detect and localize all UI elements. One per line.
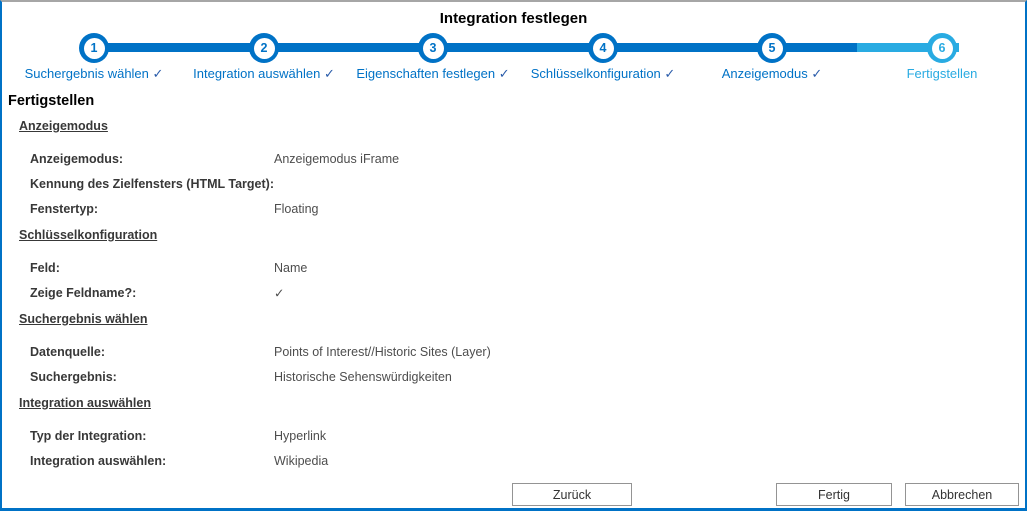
row-label: Integration auswählen:: [30, 453, 167, 468]
summary-row: Feld: Name: [30, 255, 1025, 280]
row-label: Anzeigemodus:: [30, 151, 124, 166]
step-number: 5: [761, 37, 783, 59]
step-check-icon: ✓: [320, 66, 335, 81]
step-check-icon: ✓: [148, 66, 164, 81]
step-number: 4: [592, 37, 614, 59]
step-label-6[interactable]: Fertigstellen: [906, 66, 978, 81]
stepper-track-completed: [94, 43, 857, 52]
step-circle-5[interactable]: 5: [757, 33, 787, 63]
section-heading: Suchergebnis wählen: [19, 312, 148, 326]
row-value: Wikipedia: [274, 453, 329, 468]
step-circle-1[interactable]: 1: [79, 33, 109, 63]
step-label-2[interactable]: Integration auswählen ✓: [193, 66, 335, 81]
step-label-1[interactable]: Suchergebnis wählen ✓: [24, 66, 164, 81]
row-label: Typ der Integration:: [30, 428, 147, 443]
row-value: ✓: [274, 286, 285, 300]
row-value: Name: [274, 260, 308, 275]
row-label: Datenquelle:: [30, 344, 106, 359]
dialog-title: Integration festlegen: [439, 10, 588, 27]
back-button[interactable]: Zurück: [512, 483, 632, 506]
row-label: Kennung des Zielfensters (HTML Target):: [30, 176, 275, 191]
step-circle-3[interactable]: 3: [418, 33, 448, 63]
section-heading: Anzeigemodus: [19, 119, 108, 133]
step-check-icon: ✓: [660, 66, 676, 81]
step-number: 1: [83, 37, 105, 59]
step-number: 3: [422, 37, 444, 59]
step-label-5[interactable]: Anzeigemodus ✓: [721, 66, 823, 81]
footer-buttons: Zurück Fertig Abbrechen: [2, 483, 1025, 506]
step-circle-2[interactable]: 2: [249, 33, 279, 63]
section-heading: Schlüsselkonfiguration: [19, 228, 158, 242]
page-heading: Fertigstellen: [8, 93, 95, 109]
summary-row: Typ der Integration: Hyperlink: [30, 423, 1025, 448]
row-label: Fenstertyp:: [30, 201, 99, 216]
stepper-track-current: [857, 43, 959, 52]
summary-row: Integration auswählen: Wikipedia: [30, 448, 1025, 473]
row-value: Floating: [274, 201, 319, 216]
summary-row: Suchergebnis: Historische Sehenswürdigkei…: [30, 364, 1025, 389]
row-label: Zeige Feldname?:: [30, 285, 137, 300]
finish-button[interactable]: Fertig: [776, 483, 892, 506]
step-check-icon: ✓: [495, 66, 510, 81]
row-value: Historische Sehenswürdigkeiten: [274, 369, 452, 384]
step-number: 2: [253, 37, 275, 59]
section-heading: Integration auswählen: [19, 396, 151, 410]
row-label: Feld:: [30, 260, 60, 275]
summary-row: Kennung des Zielfensters (HTML Target):: [30, 171, 1025, 196]
row-value: Hyperlink: [274, 428, 327, 443]
summary-row: Anzeigemodus: Anzeigemodus iFrame: [30, 146, 1025, 171]
step-number: 6: [931, 37, 953, 59]
row-value: Anzeigemodus iFrame: [274, 151, 400, 166]
summary-row: Datenquelle: Points of Interest//Historic…: [30, 339, 1025, 364]
summary-row: Zeige Feldname?: ✓: [30, 280, 1025, 305]
step-circle-4[interactable]: 4: [588, 33, 618, 63]
row-value: Points of Interest//Historic Sites (Laye…: [274, 344, 491, 359]
step-circle-6[interactable]: 6: [927, 33, 957, 63]
step-check-icon: ✓: [807, 66, 823, 81]
cancel-button[interactable]: Abbrechen: [905, 483, 1019, 506]
step-label-3[interactable]: Eigenschaften festlegen ✓: [356, 66, 510, 81]
row-label: Suchergebnis:: [30, 369, 117, 384]
step-label-4[interactable]: Schlüsselkonfiguration ✓: [530, 66, 676, 81]
summary-row: Fenstertyp: Floating: [30, 196, 1025, 221]
